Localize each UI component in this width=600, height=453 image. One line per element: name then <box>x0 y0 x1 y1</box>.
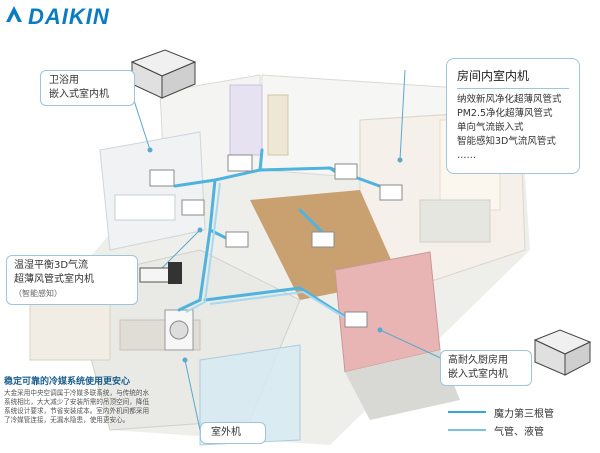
bathroom-unit-thumb <box>130 49 197 99</box>
callout-living-line-1: 温湿平衡3D气流 <box>14 260 89 271</box>
living-unit-thumb <box>139 262 182 284</box>
brand-name: DAIKIN <box>28 4 110 29</box>
outdoor-unit-fan <box>169 320 189 340</box>
room-unit-item: …… <box>457 150 476 161</box>
bath-tub <box>114 194 176 221</box>
legend-label: 气管、液管 <box>494 426 544 438</box>
note-body: 大金采用中央空调属于冷媒多联系统，与传统的水系统相比，大大减少了安装所需的吊顶空… <box>4 389 150 424</box>
callout-outdoor: 室外机 <box>200 422 266 444</box>
callout-living-line-2: 超薄风管式室内机 <box>14 274 94 285</box>
legend: 魔力第三根管 气管、液管 <box>448 403 598 439</box>
room-unit-item: 单向气流嵌入式 <box>457 122 524 133</box>
indoor-units <box>149 154 403 328</box>
legend-item: 气管、液管 <box>448 421 598 439</box>
callout-bathroom-line-1: 卫浴用 <box>49 75 79 86</box>
system-note: 稳定可靠的冷媒系统使用更安心 大金采用中央空调属于冷媒多联系统，与传统的水系统相… <box>4 374 156 425</box>
window-top <box>267 94 289 156</box>
callout-bathroom-line-2: 嵌入式室内机 <box>49 89 109 100</box>
legend-swatch <box>448 429 486 431</box>
callout-bathroom: 卫浴用 嵌入式室内机 <box>40 70 135 106</box>
note-title: 稳定可靠的冷媒系统使用更安心 <box>4 377 131 387</box>
legend-label: 魔力第三根管 <box>494 408 554 420</box>
room-units-title: 房间内室内机 <box>457 67 569 89</box>
callout-room-units: 房间内室内机 纳效新风净化超薄风管式 PM2.5净化超薄风管式 单向气流嵌入式 … <box>446 58 580 174</box>
kitchen-floor <box>345 350 460 420</box>
closet <box>229 84 263 156</box>
callout-living: 温湿平衡3D气流 超薄风管式室内机 （智能感知） <box>6 255 138 305</box>
callout-kitchen-line-1: 高耐久厨房用 <box>448 355 508 366</box>
daikin-logo-mark <box>6 6 22 22</box>
kitchen-unit-thumb <box>533 329 592 376</box>
balcony-glass <box>199 344 301 446</box>
brand-logo: DAIKIN <box>6 4 110 30</box>
pipe-network-light <box>185 182 356 325</box>
leader-lines <box>129 69 446 431</box>
room-units-list: 纳效新风净化超薄风管式 PM2.5净化超薄风管式 单向气流嵌入式 智能感知3D气… <box>457 93 569 163</box>
room-unit-item: 智能感知3D气流风管式 <box>457 136 556 147</box>
room-unit-item: PM2.5净化超薄风管式 <box>457 108 553 119</box>
callout-kitchen: 高耐久厨房用 嵌入式室内机 <box>440 350 532 386</box>
bathroom <box>99 131 206 251</box>
callout-outdoor-line-1: 室外机 <box>211 427 241 438</box>
legend-item: 魔力第三根管 <box>448 403 598 421</box>
bed <box>419 199 491 243</box>
callout-living-line-3: （智能感知） <box>14 289 62 298</box>
legend-swatch <box>448 411 486 413</box>
callout-kitchen-line-2: 嵌入式室内机 <box>448 369 508 380</box>
room-unit-item: 纳效新风净化超薄风管式 <box>457 94 562 105</box>
